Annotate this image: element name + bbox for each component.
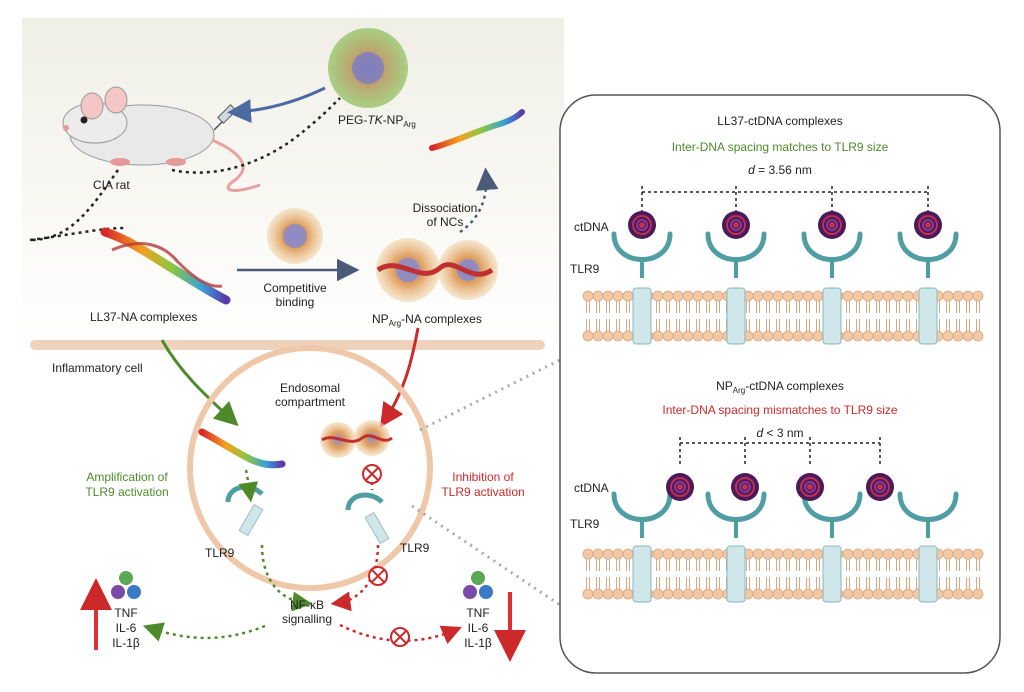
ll37-na-label: LL37-NA complexes bbox=[90, 310, 198, 324]
top-membrane bbox=[582, 287, 984, 345]
circulation-path-2 bbox=[29, 169, 120, 242]
top-tlr9-label: TLR9 bbox=[570, 262, 600, 276]
top-tlr9-receptor bbox=[611, 231, 673, 278]
cytokine-left-il6: IL-6 bbox=[115, 621, 137, 635]
cytokine-molecules-right bbox=[463, 571, 493, 599]
peg-nanoparticle bbox=[328, 28, 408, 108]
top-panel-title: LL37-ctDNA complexes bbox=[717, 114, 843, 128]
np-na-label: NPArg-NA complexes bbox=[372, 312, 482, 328]
endosomal-compartment bbox=[187, 345, 433, 591]
cytokine-right-il6: IL-6 bbox=[467, 621, 489, 635]
top-panel-subtitle: Inter-DNA spacing matches to TLR9 size bbox=[671, 140, 889, 154]
inflammatory-cell-label: Inflammatory cell bbox=[52, 361, 143, 375]
circulation-path-1 bbox=[171, 97, 341, 174]
endosome-np-complex bbox=[320, 420, 393, 458]
top-distance-label: d = 3.56 nm bbox=[748, 163, 812, 177]
competitive-label-line2: binding bbox=[275, 295, 315, 309]
bottom-membrane bbox=[582, 545, 984, 603]
top-spacing-bracket bbox=[641, 186, 929, 212]
competitive-label-line1: Competitive bbox=[263, 281, 327, 295]
cytokine-left-il1b: IL-1β bbox=[112, 636, 140, 650]
cytokine-right-tnf: TNF bbox=[466, 606, 490, 620]
zoom-line-top bbox=[419, 358, 561, 432]
top-tlr9-receptor bbox=[705, 231, 767, 278]
ll37-na-complex bbox=[100, 227, 231, 305]
inhibition-icon-3 bbox=[390, 627, 410, 647]
endosome-label-line1: Endosomal bbox=[279, 381, 341, 395]
np-entry-arrow bbox=[380, 327, 420, 428]
inhibition-icon-1 bbox=[362, 464, 382, 484]
tlr9-receptor-right bbox=[345, 492, 390, 545]
bottom-ctdna-coil bbox=[731, 473, 759, 501]
bottom-lipid-bilayer bbox=[582, 545, 984, 603]
rat-label: CIA rat bbox=[93, 178, 130, 192]
bottom-tlr9-receptor bbox=[897, 491, 959, 538]
nfkb-label-line1: NF-κB bbox=[290, 598, 324, 612]
endosome-ll37-complex bbox=[198, 428, 286, 469]
injection-arrow bbox=[227, 86, 326, 124]
bottom-panel-subtitle: Inter-DNA spacing mismatches to TLR9 siz… bbox=[662, 403, 898, 417]
bottom-tlr9-receptor bbox=[801, 491, 863, 538]
top-tlr9-receptor bbox=[897, 231, 959, 278]
top-tlr9-receptor bbox=[801, 231, 863, 278]
inhibition-label-line1: Inhibition of bbox=[452, 470, 514, 484]
inhibition-label-line2: TLR9 activation bbox=[441, 485, 525, 499]
bottom-spacing-bracket bbox=[679, 437, 881, 465]
inhibition-icon-2 bbox=[368, 566, 388, 586]
dissociation-label-line2: of NCs bbox=[426, 215, 464, 229]
tlr9-right-label: TLR9 bbox=[400, 541, 430, 555]
cytokine-left-tnf: TNF bbox=[114, 606, 138, 620]
bottom-receptor-row bbox=[611, 473, 959, 538]
np-na-complex bbox=[376, 238, 498, 302]
bottom-tlr9-receptor bbox=[611, 491, 673, 538]
bottom-tlr9-label: TLR9 bbox=[570, 517, 600, 531]
top-receptor-row bbox=[611, 211, 959, 278]
bottom-ctdna-coil bbox=[666, 473, 694, 501]
amplification-label-line1: Amplification of bbox=[86, 470, 168, 484]
cytokine-molecules-left bbox=[111, 571, 141, 599]
endosome-label-line2: compartment bbox=[274, 395, 346, 409]
bottom-tlr9-receptor bbox=[705, 491, 767, 538]
amplification-label-line2: TLR9 activation bbox=[85, 485, 169, 499]
dissociation-label-line1: Dissociation bbox=[412, 201, 478, 215]
top-ctdna-coil bbox=[818, 211, 846, 239]
ll37-entry-arrow bbox=[160, 339, 239, 427]
top-lipid-bilayer bbox=[582, 287, 984, 345]
green-signal-arrow-2 bbox=[260, 544, 313, 612]
top-ctdna-coil bbox=[914, 211, 942, 239]
top-ctdna-coil bbox=[722, 211, 750, 239]
tlr9-left-label: TLR9 bbox=[205, 546, 235, 560]
top-ctdna-coil bbox=[628, 211, 656, 239]
nfkb-label-line2: signalling bbox=[281, 612, 333, 626]
bottom-ctdna-coil bbox=[796, 473, 824, 501]
bottom-panel-title: NPArg-ctDNA complexes bbox=[716, 379, 844, 395]
cytokine-right-il1b: IL-1β bbox=[464, 636, 492, 650]
top-ctdna-label: ctDNA bbox=[574, 220, 609, 234]
dissociated-peptide bbox=[429, 109, 525, 151]
peg-nanoparticle-label: PEG-TK-NPArg bbox=[338, 113, 416, 129]
bottom-ctdna-label: ctDNA bbox=[574, 481, 609, 495]
red-signal-arrow-3 bbox=[339, 623, 462, 645]
free-nanoparticle bbox=[267, 208, 323, 264]
green-signal-arrow-1 bbox=[238, 469, 259, 503]
red-signal-arrow-2 bbox=[330, 544, 380, 612]
bottom-ctdna-coil bbox=[866, 473, 894, 501]
bottom-distance-label: d < 3 nm bbox=[756, 426, 804, 440]
zoom-line-bottom bbox=[411, 504, 561, 607]
rat-illustration bbox=[62, 86, 261, 192]
